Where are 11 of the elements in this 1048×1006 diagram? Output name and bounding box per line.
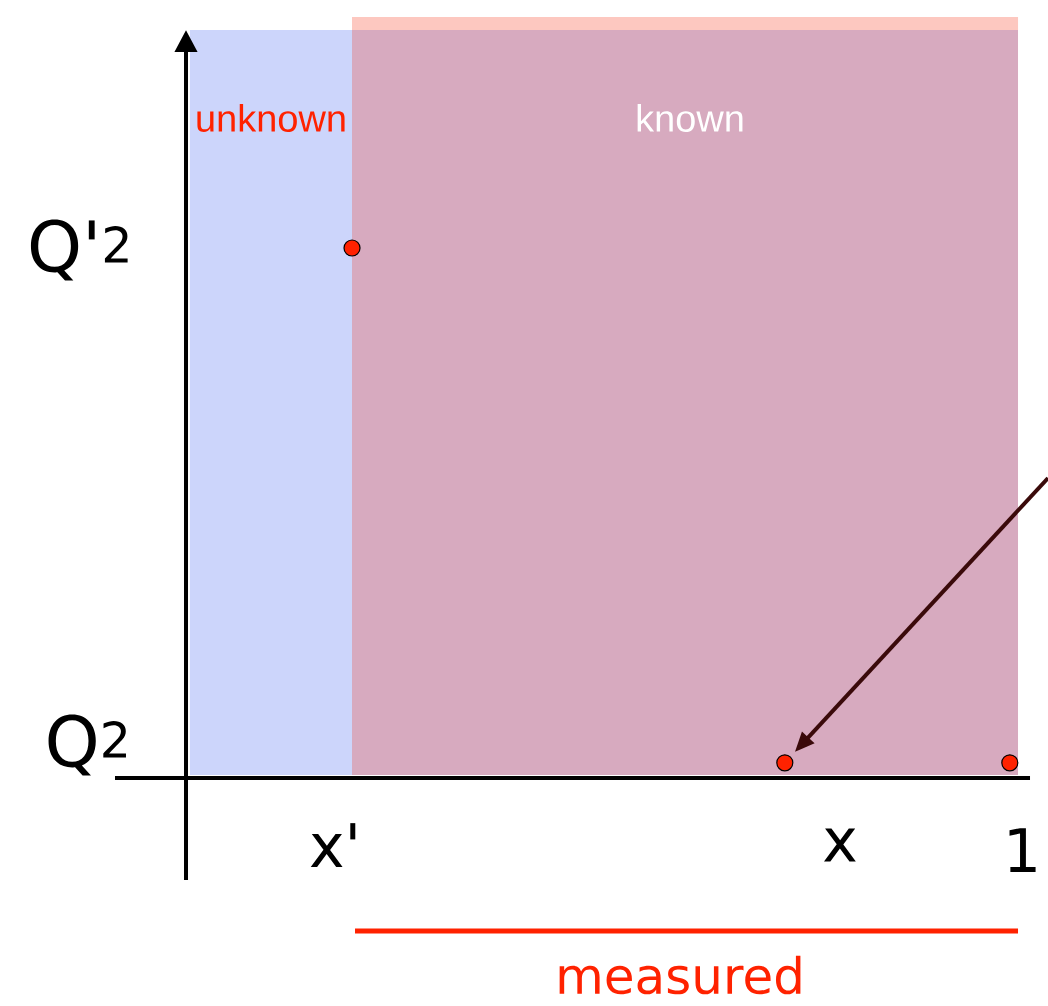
data-point xyxy=(1001,754,1019,772)
data-point xyxy=(776,754,794,772)
range-label: measured xyxy=(559,955,801,995)
region-band xyxy=(352,17,1018,775)
tick-label: 1 xyxy=(1009,828,1036,872)
data-point xyxy=(343,239,361,257)
tick-label: x xyxy=(824,828,856,862)
region-label: unknown xyxy=(197,104,345,132)
axis-label: Q$^{2}$ xyxy=(48,714,126,776)
region-band xyxy=(190,30,352,775)
region-label: known xyxy=(637,104,743,132)
